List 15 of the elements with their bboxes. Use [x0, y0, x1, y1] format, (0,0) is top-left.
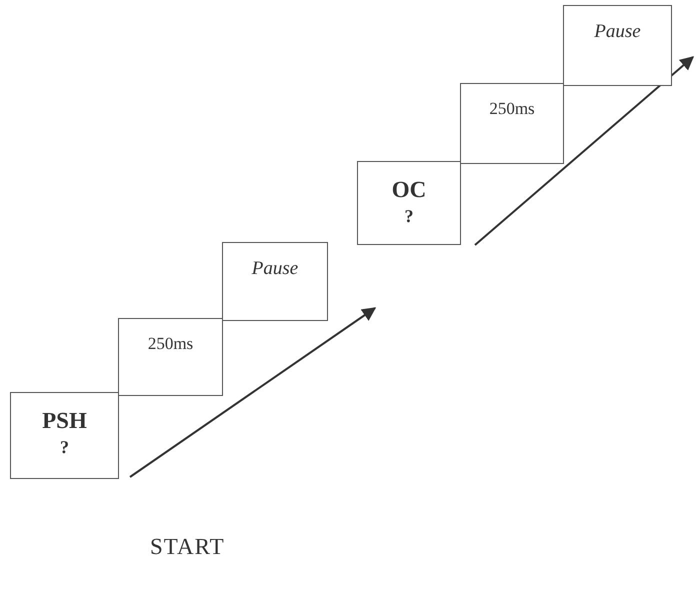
stimulus-box [118, 318, 223, 396]
duration-label: 250ms [148, 333, 194, 354]
stimulus-box [460, 83, 564, 164]
stimulus-box [563, 5, 672, 86]
stimulus-box [222, 242, 328, 321]
question-mark: ? [404, 204, 414, 228]
duration-label: 250ms [489, 98, 535, 120]
stimulus-label: OC [392, 176, 426, 204]
stimulus-label: PSH [42, 407, 87, 435]
start-label: START [150, 534, 225, 560]
pause-label: Pause [594, 20, 641, 44]
stimulus-box [10, 392, 119, 479]
pause-label: Pause [252, 257, 298, 281]
question-mark: ? [60, 436, 69, 458]
stimulus-box [357, 161, 461, 245]
